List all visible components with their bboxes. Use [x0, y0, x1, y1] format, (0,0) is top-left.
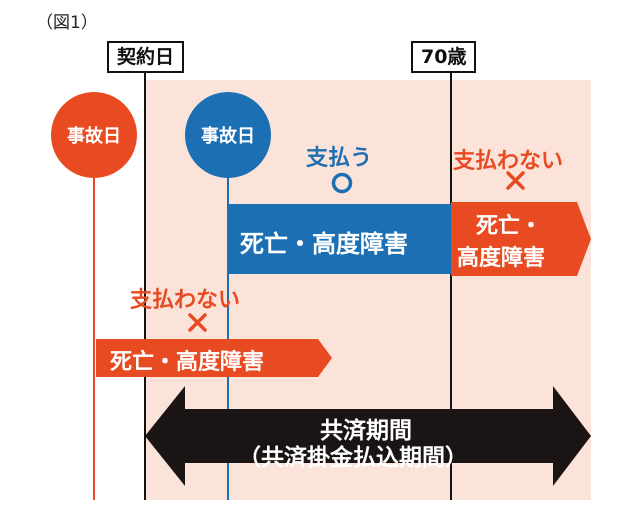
figure-caption: （図1）	[36, 13, 98, 33]
no-pay-label-after-70: 支払わない	[453, 149, 564, 174]
contract-day-label: 契約日	[107, 41, 185, 73]
accident-day-before-contract-circle: 事故日	[51, 92, 137, 178]
no-pay-x-mark-after-70	[506, 171, 525, 190]
before-contract-event-text: 死亡・高度障害	[110, 350, 265, 375]
covered-event-bar	[228, 204, 451, 274]
accident-day-label-before: 事故日	[67, 126, 121, 147]
period-double-arrow	[145, 386, 591, 486]
age-70-label: 70歳	[411, 41, 477, 73]
pay-circle-mark	[331, 172, 353, 194]
accident-day-after-contract-circle: 事故日	[185, 92, 271, 178]
before-contract-event-arrow	[96, 339, 332, 377]
no-pay-label-before-contract: 支払わない	[130, 288, 241, 313]
accident-day-label-after: 事故日	[201, 126, 255, 147]
payment-period-label: （共済掛金払込期間）	[238, 445, 468, 471]
after-70-event-text-line2: 高度障害	[457, 246, 546, 271]
period-label: 共済期間	[320, 418, 412, 444]
pay-label: 支払う	[306, 146, 373, 171]
no-pay-x-mark-before-contract	[188, 313, 207, 332]
after-70-event-text-line1: 死亡・	[476, 214, 543, 239]
after-70-event-arrow	[451, 202, 591, 276]
covered-event-text: 死亡・高度障害	[240, 230, 408, 258]
